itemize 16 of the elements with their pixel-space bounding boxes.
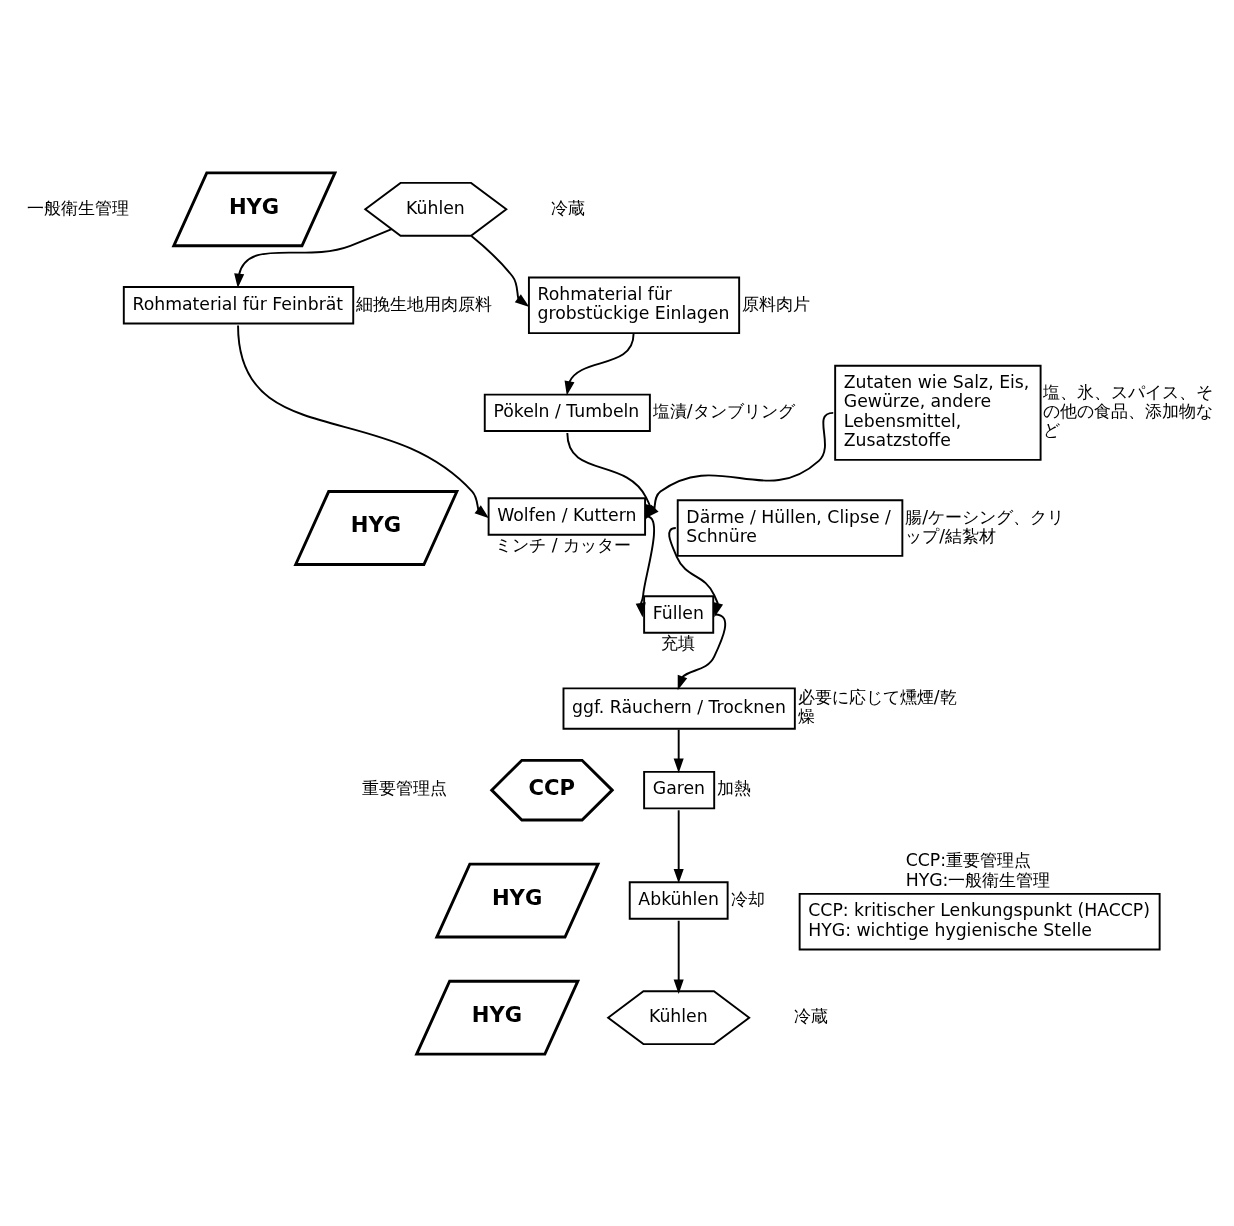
node-label: 塩、氷、スパイス、その他の食品、添加物など bbox=[1043, 381, 1214, 440]
node-label: 細挽生地用肉原料 bbox=[356, 293, 493, 314]
node-label: 充填 bbox=[660, 632, 695, 653]
node-label: 加熱 bbox=[717, 777, 752, 798]
node-label: 必要に応じて燻煙/乾燥 bbox=[797, 686, 957, 726]
node-label: ミンチ / カッター bbox=[495, 534, 632, 555]
node-label: 重要管理点 bbox=[361, 777, 447, 798]
node-label: HYG:一般衛生管理 bbox=[905, 869, 1051, 890]
node-label: 塩漬/タンブリング bbox=[652, 400, 795, 421]
node-label: 冷蔵 bbox=[794, 1005, 829, 1026]
node-label: 一般衛生管理 bbox=[26, 197, 129, 218]
node-label: 冷蔵 bbox=[551, 197, 586, 218]
node-label: 腸/ケーシング、クリップ/結紮材 bbox=[905, 506, 1065, 546]
node-label: 冷却 bbox=[730, 888, 765, 909]
node-label: 原料肉片 bbox=[742, 293, 811, 314]
node-label: CCP:重要管理点 bbox=[905, 849, 1032, 870]
